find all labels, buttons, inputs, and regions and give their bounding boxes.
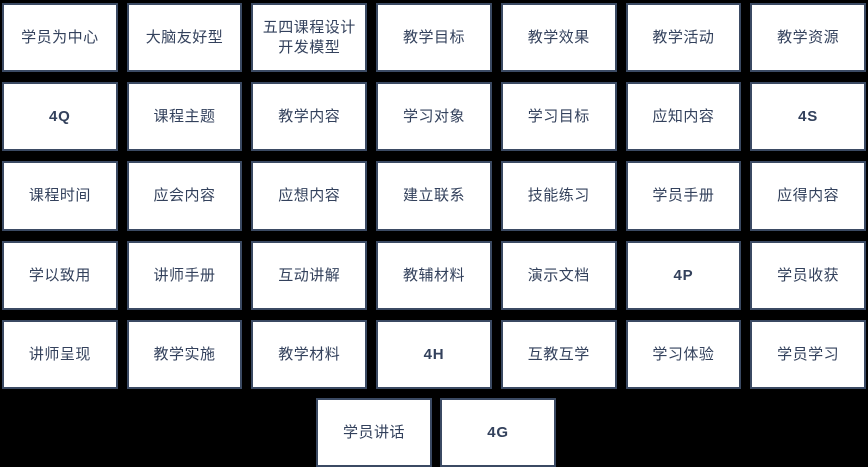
card-label: 技能练习 (527, 187, 590, 205)
card-label: 教学实施 (153, 345, 216, 363)
card-label: 教学资源 (777, 29, 840, 46)
card-cell[interactable]: 讲师手册 (126, 240, 243, 310)
card-cell[interactable]: 4S (750, 82, 866, 152)
card-cell[interactable]: 学员手册 (625, 161, 742, 231)
card-cell[interactable]: 大脑友好型 (126, 3, 243, 73)
card-label: 讲师手册 (153, 266, 216, 284)
card-label: 4Q (49, 108, 71, 126)
card-label: 讲师呈现 (28, 345, 91, 363)
card-label: 大脑友好型 (145, 29, 224, 46)
card-cell[interactable]: 教学效果 (500, 3, 617, 73)
card-label: 学习目标 (527, 108, 590, 126)
card-label: 教辅材料 (402, 266, 465, 284)
card-cell[interactable]: 教学材料 (251, 319, 368, 389)
card-label: 互动讲解 (278, 266, 341, 284)
card-label: 4G (487, 423, 509, 441)
card-cell[interactable]: 4H (376, 319, 492, 389)
card-cell[interactable]: 学员收获 (750, 240, 866, 310)
card-cell[interactable]: 学习目标 (500, 82, 617, 152)
card-cell[interactable]: 教学内容 (251, 82, 368, 152)
card-grid: 学员为中心 大脑友好型 五四课程设计开发模型 教学目标 教学效果 教学活动 教学… (2, 3, 866, 389)
card-cell[interactable]: 讲师呈现 (2, 319, 118, 389)
card-cell[interactable]: 教学资源 (750, 3, 866, 73)
card-label: 学习对象 (402, 108, 465, 126)
card-label: 学习体验 (652, 345, 715, 363)
card-label: 教学目标 (402, 29, 465, 46)
card-cell[interactable]: 应得内容 (750, 161, 866, 231)
card-label: 五四课程设计开发模型 (262, 19, 356, 56)
card-label: 学员收获 (777, 266, 840, 284)
card-label: 应会内容 (153, 187, 216, 205)
card-label: 学员为中心 (21, 29, 99, 46)
card-cell[interactable]: 课程时间 (2, 161, 118, 231)
card-cell[interactable]: 学习对象 (376, 82, 492, 152)
card-label: 教学材料 (278, 345, 341, 363)
card-label: 学员手册 (652, 187, 715, 205)
card-cell[interactable]: 应知内容 (625, 82, 742, 152)
card-cell[interactable]: 课程主题 (126, 82, 243, 152)
card-cell[interactable]: 互动讲解 (251, 240, 368, 310)
card-label: 建立联系 (402, 187, 465, 205)
card-cell[interactable]: 4P (625, 240, 742, 310)
card-cell[interactable]: 演示文档 (500, 240, 617, 310)
card-label: 应得内容 (777, 187, 840, 205)
card-label: 互教互学 (527, 345, 590, 363)
card-cell[interactable]: 学员讲话 (316, 398, 432, 467)
card-cell[interactable]: 建立联系 (376, 161, 492, 231)
card-cell[interactable]: 学员为中心 (2, 3, 118, 73)
card-cell[interactable]: 学员学习 (750, 319, 866, 389)
card-cell[interactable]: 教学实施 (126, 319, 243, 389)
card-cell[interactable]: 学以致用 (2, 240, 118, 310)
card-cell[interactable]: 教辅材料 (376, 240, 492, 310)
card-cell[interactable]: 应会内容 (126, 161, 243, 231)
card-label: 教学内容 (278, 108, 341, 126)
card-label: 学员讲话 (342, 423, 405, 441)
card-label: 4S (798, 108, 819, 126)
card-label: 应想内容 (278, 187, 341, 205)
card-cell[interactable]: 教学活动 (625, 3, 742, 73)
card-label: 应知内容 (652, 108, 715, 126)
card-label: 4H (423, 345, 445, 363)
card-label: 4P (673, 266, 694, 284)
card-label: 课程时间 (28, 187, 91, 205)
card-label: 教学活动 (652, 29, 715, 46)
card-label: 学以致用 (28, 266, 91, 284)
card-label: 演示文档 (527, 266, 590, 284)
card-cell[interactable]: 学习体验 (625, 319, 742, 389)
card-grid-overflow-row: 学员讲话 4G (316, 398, 556, 467)
card-label: 课程主题 (153, 108, 216, 126)
card-cell[interactable]: 4Q (2, 82, 118, 152)
card-cell[interactable]: 应想内容 (251, 161, 368, 231)
card-cell[interactable]: 互教互学 (500, 319, 617, 389)
card-cell[interactable]: 五四课程设计开发模型 (251, 3, 368, 73)
card-cell[interactable]: 技能练习 (500, 161, 617, 231)
card-label: 学员学习 (777, 345, 840, 363)
card-cell[interactable]: 教学目标 (376, 3, 492, 73)
card-cell[interactable]: 4G (440, 398, 556, 467)
card-label: 教学效果 (527, 29, 590, 46)
